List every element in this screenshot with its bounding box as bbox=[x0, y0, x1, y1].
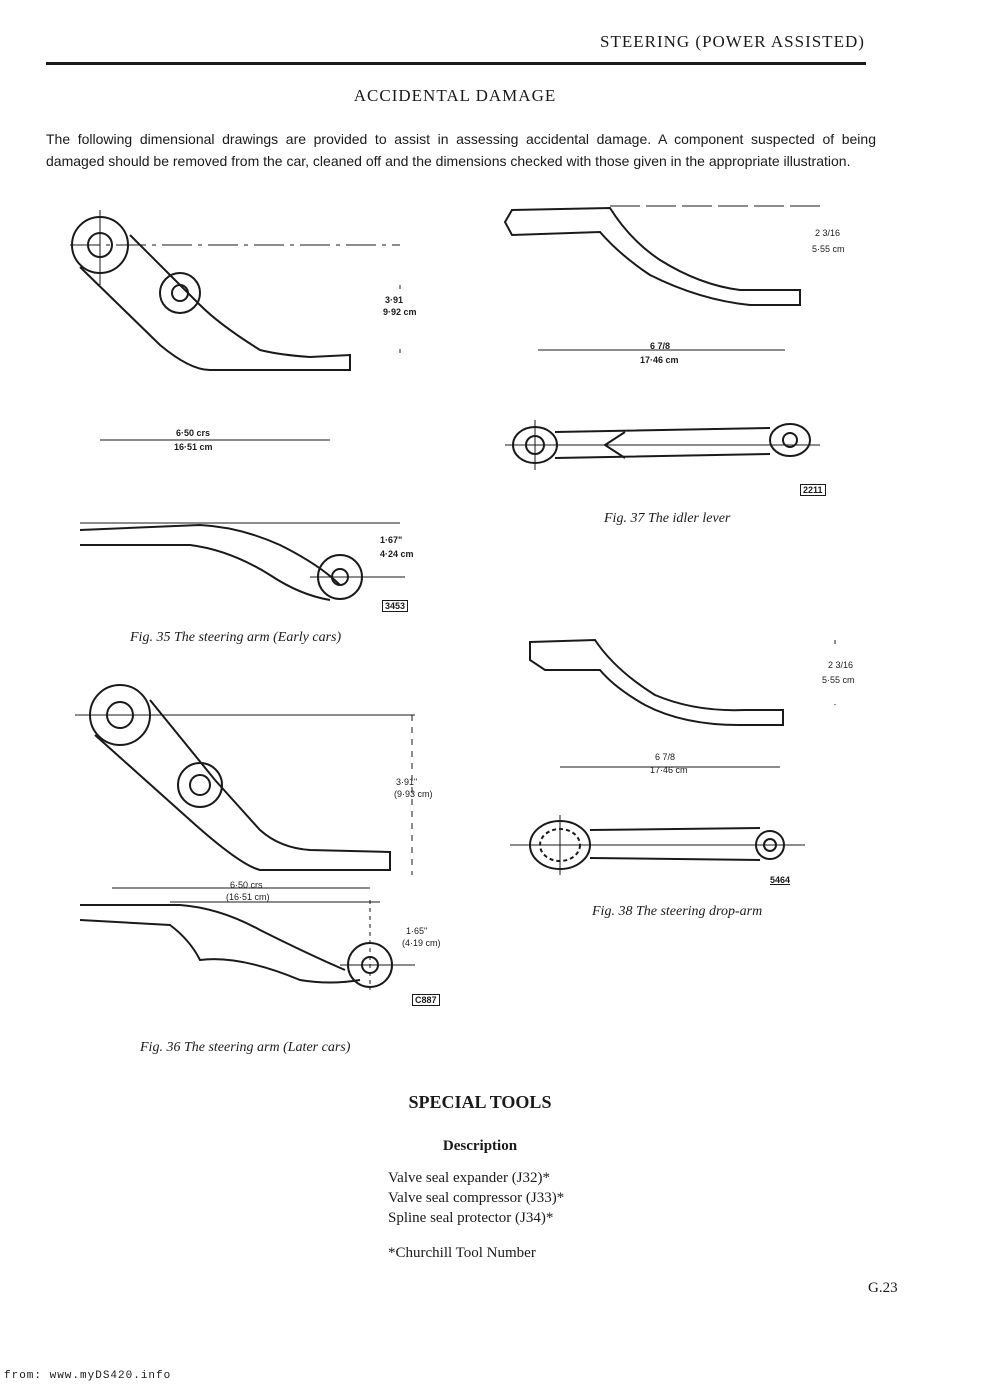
fig35-height-dim-metric: 9·92 cm bbox=[383, 307, 417, 317]
fig35-caption: Fig. 35 The steering arm (Early cars) bbox=[130, 630, 342, 645]
special-tools-column-header: Description bbox=[442, 1138, 518, 1154]
special-tool-item: Valve seal expander (J32)* bbox=[388, 1170, 551, 1186]
fig35-length-dim-metric: 16·51 cm bbox=[174, 442, 213, 452]
fig35-drawing bbox=[70, 210, 405, 601]
page-number: G.23 bbox=[868, 1280, 898, 1296]
fig36-height-dim: 3·91" bbox=[396, 777, 418, 787]
fig36-height-dim-metric: (9·93 cm) bbox=[394, 789, 433, 799]
fig37-length-dim-metric: 17·46 cm bbox=[640, 355, 679, 365]
header-rule bbox=[46, 62, 866, 65]
fig35-length-dim: 6·50 crs bbox=[176, 428, 211, 438]
special-tools-title: SPECIAL TOOLS bbox=[408, 1092, 552, 1112]
fig38-caption: Fig. 38 The steering drop-arm bbox=[592, 904, 763, 919]
fig38-offset-dim-metric: 5·55 cm bbox=[822, 675, 855, 685]
fig37-ref-number: 2211 bbox=[800, 484, 826, 496]
fig35-height-dim: 3·91 bbox=[385, 295, 404, 305]
special-tools-footnote: *Churchill Tool Number bbox=[388, 1245, 536, 1261]
fig36-length-dim-metric: (16·51 cm) bbox=[226, 892, 270, 902]
running-header: STEERING (POWER ASSISTED) bbox=[600, 32, 865, 51]
fig35-offset-dim-metric: 4·24 cm bbox=[380, 549, 414, 559]
fig36-caption: Fig. 36 The steering arm (Later cars) bbox=[140, 1040, 351, 1055]
fig36-offset-dim: 1·65" bbox=[406, 926, 428, 936]
special-tool-item: Valve seal compressor (J33)* bbox=[388, 1190, 565, 1206]
special-tools-list: Valve seal expander (J32)* Valve seal co… bbox=[388, 1168, 564, 1228]
fig38-length-dim: 6 7/8 bbox=[655, 752, 676, 762]
fig38-ref-number: 5464 bbox=[770, 875, 791, 885]
fig36-drawing bbox=[75, 684, 415, 990]
fig38-drawing bbox=[510, 638, 836, 875]
fig35-ref-number: 3453 bbox=[382, 600, 409, 612]
special-tool-item: Spline seal protector (J34)* bbox=[388, 1210, 554, 1226]
fig37-length-dim: 6 7/8 bbox=[650, 341, 671, 351]
section-title: ACCIDENTAL DAMAGE bbox=[353, 86, 557, 105]
fig36-length-dim: 6·50 crs bbox=[230, 880, 263, 890]
fig36-ref-number: C887 bbox=[412, 994, 440, 1006]
fig35-offset-dim: 1·67" bbox=[380, 535, 403, 545]
fig38-length-dim-metric: 17·46 cm bbox=[650, 765, 688, 775]
fig36-offset-dim-metric: (4·19 cm) bbox=[402, 938, 441, 948]
fig37-drawing bbox=[503, 205, 825, 470]
fig37-offset-dim: 2 3/16 bbox=[815, 228, 841, 238]
source-footer: from: www.myDS420.info bbox=[4, 1370, 172, 1382]
fig37-offset-dim-metric: 5·55 cm bbox=[812, 244, 845, 254]
intro-paragraph: The following dimensional drawings are p… bbox=[46, 131, 876, 169]
fig37-caption: Fig. 37 The idler lever bbox=[604, 511, 731, 526]
fig38-offset-dim: 2 3/16 bbox=[828, 660, 854, 670]
